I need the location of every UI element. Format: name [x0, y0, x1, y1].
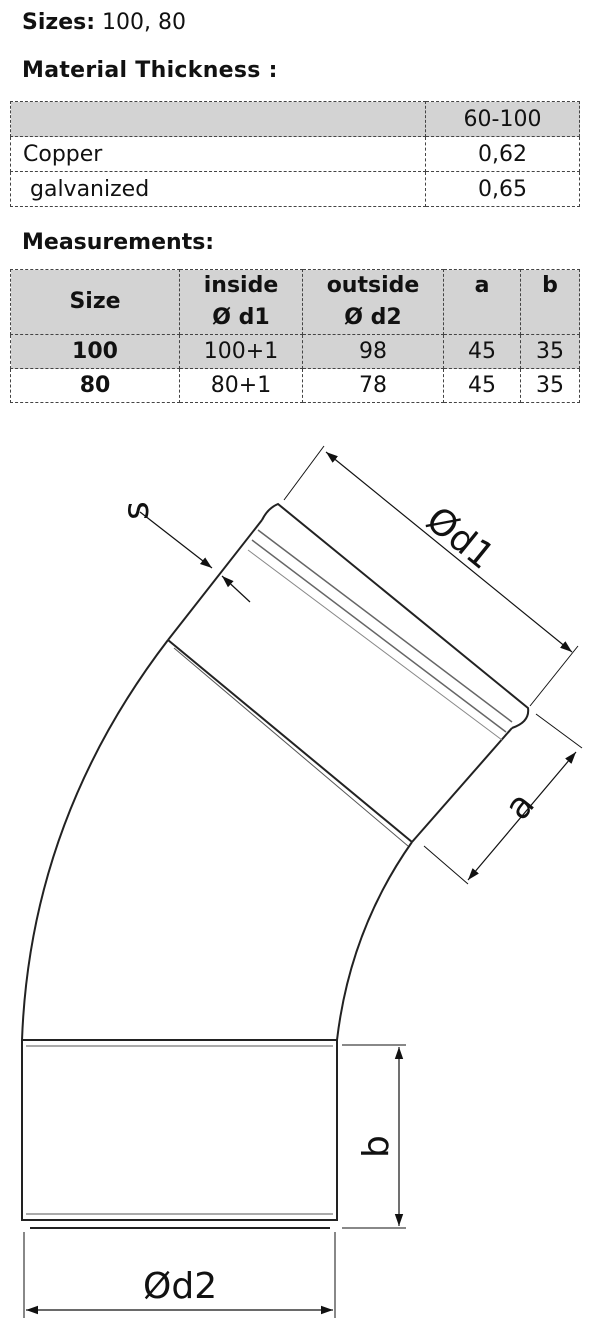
thickness-header-row: 60-100: [10, 101, 580, 137]
dim-b-label: b: [356, 1135, 397, 1158]
header-inside-line2: Ø d1: [212, 305, 270, 330]
dim-d1-line: [325, 451, 573, 653]
row-a: 45: [443, 334, 521, 369]
dim-s-arrow: [221, 575, 251, 603]
row-outside: 98: [302, 334, 444, 369]
table-row: 80 80+1 78 45 35: [10, 368, 580, 403]
thickness-header-blank: [10, 101, 426, 137]
row-size: 100: [10, 334, 180, 369]
row-b: 35: [520, 368, 580, 403]
collar-seam-line: [167, 639, 413, 843]
header-inside-line1: inside: [203, 273, 279, 298]
collar-seam-line: [173, 647, 409, 847]
header-a: a: [443, 269, 521, 335]
header-outside: outside Ø d2: [302, 269, 444, 335]
thickness-header-range: 60-100: [425, 101, 580, 137]
table-row: Copper 0,62: [10, 136, 580, 172]
socket-groove-line: [247, 549, 503, 741]
measurements-table: Size inside Ø d1 outside Ø d2 a b 100 10…: [10, 269, 580, 403]
header-inside: inside Ø d1: [179, 269, 303, 335]
header-size: Size: [10, 269, 180, 335]
table-row: galvanized 0,65: [10, 171, 580, 207]
dim-a-label: a: [497, 785, 543, 828]
sizes-label: Sizes:: [22, 10, 96, 35]
measurements-heading: Measurements:: [22, 230, 215, 255]
dim-s-label: s: [116, 501, 157, 520]
header-outside-line2: Ø d2: [344, 305, 402, 330]
measurements-header-row: Size inside Ø d1 outside Ø d2 a b: [10, 269, 580, 335]
material-thickness-heading: Material Thickness :: [22, 58, 278, 83]
lower-pipe-section: [21, 1039, 338, 1221]
dim-a-line: [467, 751, 577, 881]
row-size: 80: [10, 368, 180, 403]
dim-d1-extension: [283, 445, 325, 501]
dim-d1-label: Ød1: [418, 499, 501, 577]
material-thickness-value: 0,65: [425, 171, 580, 207]
header-outside-line1: outside: [326, 273, 420, 298]
header-b: b: [520, 269, 580, 335]
dim-d1-extension: [529, 645, 579, 707]
elbow-inner-curve: [336, 841, 413, 1041]
socket-right-edge: [411, 727, 513, 843]
row-b: 35: [520, 334, 580, 369]
material-name: galvanized: [10, 171, 426, 207]
elbow-outer-curve: [21, 639, 169, 1041]
material-thickness-value: 0,62: [425, 136, 580, 172]
row-inside: 100+1: [179, 334, 303, 369]
dim-s-arrow: [139, 511, 213, 569]
dim-d2-label: Ød2: [143, 1266, 217, 1307]
material-thickness-table: 60-100 Copper 0,62 galvanized 0,65: [10, 101, 580, 207]
material-name: Copper: [10, 136, 426, 172]
sizes-line: Sizes: 100, 80: [22, 10, 186, 35]
socket-left-edge: [167, 519, 263, 641]
row-outside: 78: [302, 368, 444, 403]
dim-a-extension: [423, 845, 469, 885]
elbow-technical-drawing: s Ød1 a b Ød2: [21, 445, 583, 1318]
row-inside: 80+1: [179, 368, 303, 403]
row-a: 45: [443, 368, 521, 403]
sizes-value: 100, 80: [102, 10, 186, 35]
table-row: 100 100+1 98 45 35: [10, 334, 580, 369]
dim-a-extension: [535, 713, 583, 749]
